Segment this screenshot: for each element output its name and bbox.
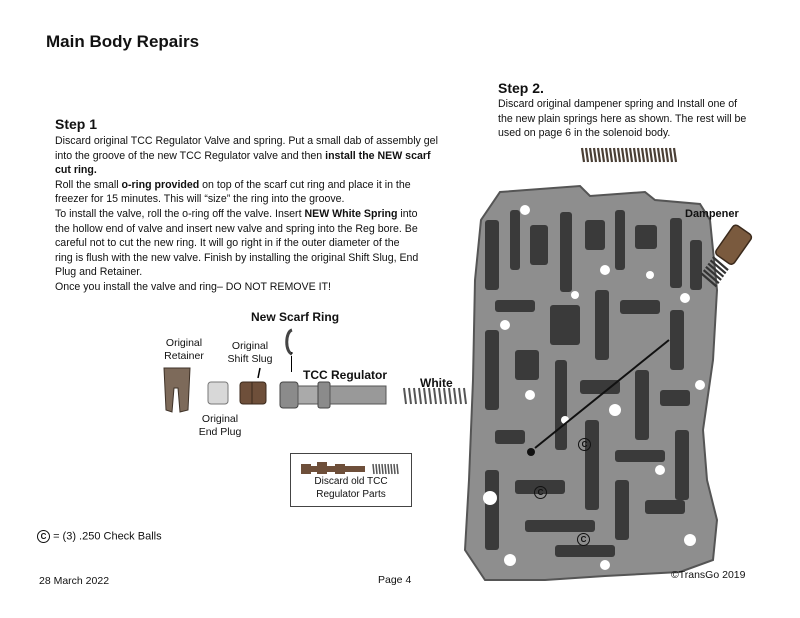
- step1-line: Plug and Retainer.: [55, 266, 143, 279]
- step2-line: Discard original dampener spring and Ins…: [498, 98, 738, 110]
- step1-line: Discard original TCC Regulator Valve and…: [55, 135, 438, 147]
- step1-line: careful not to cut the new ring. It will…: [55, 237, 400, 250]
- check-ball-marker: C: [577, 533, 590, 546]
- step1-line: Once you install the valve and ring– DO …: [55, 280, 331, 293]
- scarf-ring-arrow: [291, 356, 293, 372]
- check-ball-legend-text: = (3) .250 Check Balls: [53, 530, 162, 543]
- step1-line: into the groove of the new TCC Regulator…: [55, 149, 431, 162]
- step1-line: Roll the small o-ring provided on top of…: [55, 178, 411, 191]
- page-title: Main Body Repairs: [46, 32, 200, 51]
- step2-line: used on page 6 in the solenoid body.: [498, 127, 671, 140]
- check-ball-icon: C: [37, 530, 50, 543]
- step1-line: ring is flush with the new valve. Finish…: [55, 251, 419, 264]
- step1-heading: Step 1: [55, 116, 98, 132]
- step1-line: cut ring.: [55, 164, 97, 177]
- check-ball-marker: C: [534, 486, 547, 499]
- step2-text: Discard original dampener spring and Ins…: [498, 97, 788, 141]
- white-spring-label: White: [420, 376, 453, 390]
- step1-line: To install the valve, roll the o-ring of…: [55, 207, 418, 220]
- step2-line: the new plain springs here as shown. The…: [498, 112, 747, 125]
- step2-heading: Step 2.: [498, 80, 544, 96]
- old-parts-image: [301, 462, 399, 475]
- scarf-ring-image: [285, 328, 293, 356]
- tcc-regulator-label: TCC Regulator: [303, 368, 387, 382]
- check-ball-marker: C: [578, 438, 591, 451]
- new-scarf-ring-label: New Scarf Ring: [251, 310, 340, 324]
- step1-line: the hollow end of valve and insert new v…: [55, 222, 418, 235]
- dampener-label: Dampener: [685, 208, 739, 220]
- tcc-regulator-parts-image: [163, 367, 467, 413]
- check-ball-legend: C = (3) .250 Check Balls: [37, 530, 162, 543]
- footer-page-number: Page 4: [378, 574, 412, 586]
- plain-spring-image: [580, 147, 678, 163]
- footer-copyright: ©TransGo 2019: [671, 569, 746, 581]
- step1-text: Discard original TCC Regulator Valve and…: [55, 134, 475, 295]
- valve-body-image: [463, 184, 719, 581]
- footer-date: 28 March 2022: [39, 575, 110, 587]
- step1-line: freezer for 15 minutes. This will “size”…: [55, 193, 345, 206]
- dampener-image: [700, 224, 753, 288]
